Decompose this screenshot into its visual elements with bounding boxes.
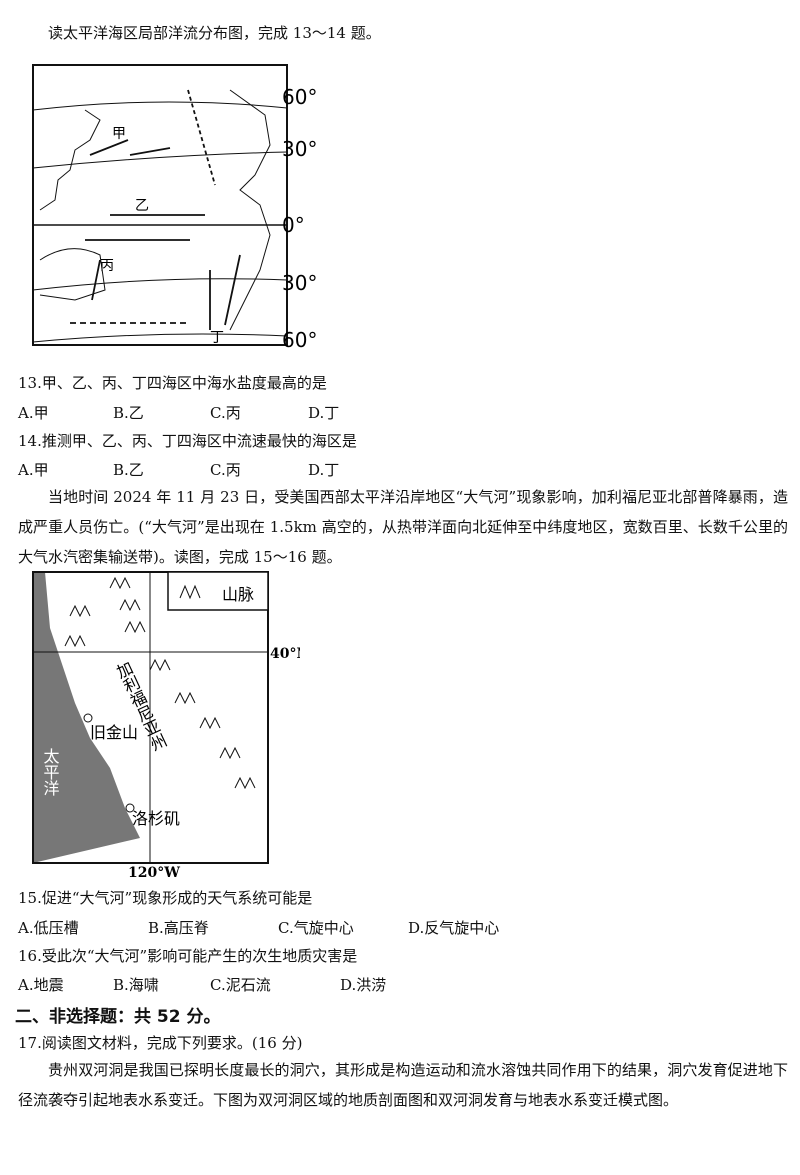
q13-option-a[interactable]: A.甲 <box>18 404 49 422</box>
q15-stem: 15.促进“大气河”现象形成的天气系统可能是 <box>18 889 313 907</box>
q13-option-c[interactable]: C.丙 <box>210 404 241 422</box>
legend-mountain-label: 山脉 <box>222 585 254 604</box>
city-san-francisco: 旧金山 <box>90 723 138 742</box>
region-bing: 丙 <box>100 258 114 274</box>
q14-option-b[interactable]: B.乙 <box>113 461 144 479</box>
pacific-current-map: 甲 乙 丙 丁 60° 30° 0° 30° 60° <box>32 64 317 352</box>
intro-15-16: 当地时间 2024 年 11 月 23 日，受美国西部太平洋沿岸地区“大气河”现… <box>18 488 788 566</box>
lat-40n-label: 40°N <box>270 646 300 662</box>
q13-stem: 13.甲、乙、丙、丁四海区中海水盐度最高的是 <box>18 374 327 392</box>
q14-stem: 14.推测甲、乙、丙、丁四海区中流速最快的海区是 <box>18 432 357 450</box>
q17-stem: 17.阅读图文材料，完成下列要求。(16 分) <box>18 1034 303 1052</box>
q16-option-c[interactable]: C.泥石流 <box>210 976 271 994</box>
q15-option-c[interactable]: C.气旋中心 <box>278 919 354 937</box>
lat-label: 30° <box>282 271 317 295</box>
q14-option-a[interactable]: A.甲 <box>18 461 49 479</box>
section-2-heading: 二、非选择题：共 52 分。 <box>15 1007 221 1027</box>
region-jia: 甲 <box>112 126 126 142</box>
region-yi: 乙 <box>135 198 149 214</box>
q16-option-d[interactable]: D.洪涝 <box>340 976 387 994</box>
q16-stem: 16.受此次“大气河”影响可能产生的次生地质灾害是 <box>18 947 358 965</box>
lat-label: 30° <box>282 137 317 161</box>
q15-option-b[interactable]: B.高压脊 <box>148 919 209 937</box>
q14-option-d[interactable]: D.丁 <box>308 461 340 479</box>
region-ding: 丁 <box>210 330 224 346</box>
california-map: 山脉 40°N 120°W 旧金山 洛杉矶 太平洋 加利福尼亚州 <box>32 571 300 878</box>
q16-option-a[interactable]: A.地震 <box>18 976 64 994</box>
lat-label: 60° <box>282 85 317 109</box>
ocean-label: 太平洋 <box>41 748 60 796</box>
q14-option-c[interactable]: C.丙 <box>210 461 241 479</box>
city-los-angeles: 洛杉矶 <box>132 809 180 828</box>
q15-option-d[interactable]: D.反气旋中心 <box>408 919 500 937</box>
lon-120w-label: 120°W <box>128 865 180 878</box>
q13-option-b[interactable]: B.乙 <box>113 404 144 422</box>
q15-option-a[interactable]: A.低压槽 <box>18 919 79 937</box>
q17-material: 贵州双河洞是我国已探明长度最长的洞穴，其形成是构造运动和流水溶蚀共同作用下的结果… <box>18 1061 788 1109</box>
q16-option-b[interactable]: B.海啸 <box>113 976 159 994</box>
intro-13-14: 读太平洋海区局部洋流分布图，完成 13～14 题。 <box>48 24 381 42</box>
q13-option-d[interactable]: D.丁 <box>308 404 340 422</box>
lat-label: 60° <box>282 328 317 352</box>
lat-label: 0° <box>282 213 305 237</box>
